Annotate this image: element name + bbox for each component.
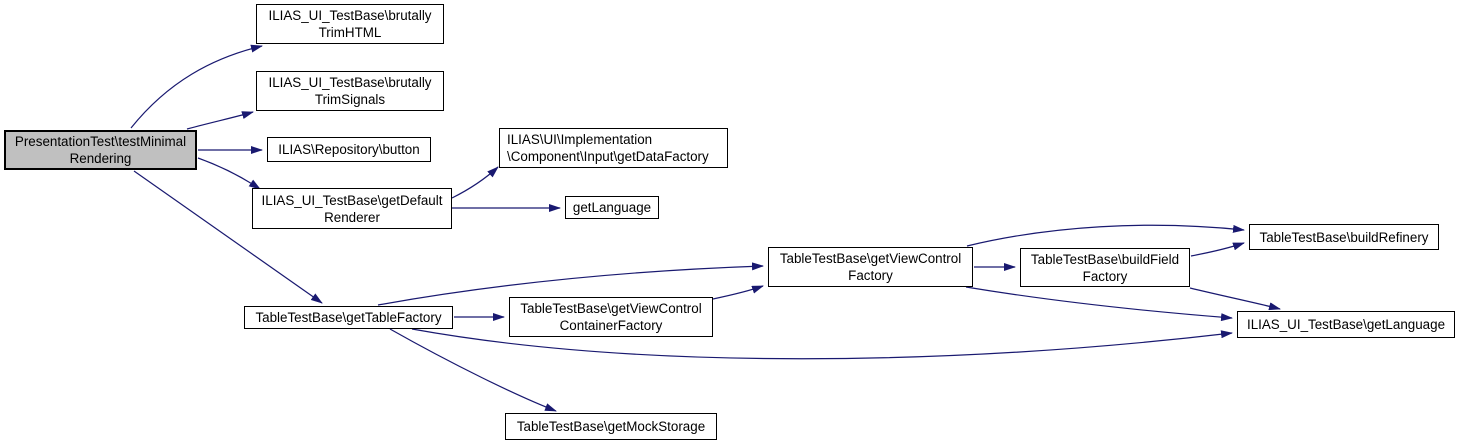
node-get-default-renderer[interactable]: ILIAS_UI_TestBase\getDefault Renderer bbox=[252, 188, 452, 229]
node-get-table-factory[interactable]: TableTestBase\getTableFactory bbox=[244, 306, 453, 329]
edge-buildFieldFactory-buildRefinery bbox=[1190, 242, 1245, 257]
node-label-line: Factory bbox=[848, 268, 893, 283]
edge-testMinimalRendering-getDefaultRenderer bbox=[197, 157, 261, 190]
node-brutally-trim-signals[interactable]: ILIAS_UI_TestBase\brutally TrimSignals bbox=[256, 71, 444, 111]
node-repository-button[interactable]: ILIAS\Repository\button bbox=[267, 137, 431, 162]
edge-testMinimalRendering-brutallyTrimHTML bbox=[130, 44, 263, 129]
edge-getViewControlContainerFactory-getViewControlFactory bbox=[712, 285, 764, 300]
node-label-line: TrimHTML bbox=[318, 25, 382, 40]
node-get-language-short[interactable]: getLanguage bbox=[565, 196, 659, 219]
edge-getTableFactory-getMockStorage bbox=[389, 328, 557, 412]
node-get-view-control-factory[interactable]: TableTestBase\getViewControl Factory bbox=[768, 247, 973, 287]
node-label-line: PresentationTest\testMinimal bbox=[14, 134, 187, 149]
edge-testMinimalRendering-getTableFactory bbox=[133, 170, 323, 304]
node-label-line: TableTestBase\buildRefinery bbox=[1259, 229, 1429, 245]
node-label-line: ILIAS_UI_TestBase\brutally bbox=[268, 8, 432, 23]
node-build-refinery[interactable]: TableTestBase\buildRefinery bbox=[1249, 224, 1439, 250]
node-label-line: ContainerFactory bbox=[559, 318, 663, 333]
edge-getViewControlFactory-buildRefinery bbox=[966, 224, 1245, 247]
node-build-field-factory[interactable]: TableTestBase\buildField Factory bbox=[1020, 248, 1190, 287]
node-get-data-factory[interactable]: ILIAS\UI\Implementation \Component\Input… bbox=[499, 128, 728, 168]
node-label-line: \Component\Input\getDataFactory bbox=[507, 149, 709, 164]
edge-getTableFactory-getViewControlFactory bbox=[377, 262, 764, 306]
node-label-line: getLanguage bbox=[572, 200, 652, 215]
node-label-line: ILIAS_UI_TestBase\getDefault bbox=[261, 192, 443, 208]
node-label-line: TableTestBase\getMockStorage bbox=[516, 419, 706, 434]
edge-getTableFactory-getLanguage bbox=[411, 328, 1233, 360]
node-label-line: TableTestBase\getViewControl bbox=[779, 251, 962, 266]
node-get-view-control-container-factory[interactable]: TableTestBase\getViewControl ContainerFa… bbox=[509, 297, 713, 337]
node-label-line: Factory bbox=[1082, 268, 1128, 284]
edge-buildFieldFactory-getLanguage bbox=[1189, 287, 1281, 311]
node-label-line: ILIAS\Repository\button bbox=[278, 142, 420, 157]
node-label-line: TrimSignals bbox=[314, 92, 386, 107]
node-label-line: TableTestBase\getTableFactory bbox=[255, 310, 442, 325]
node-test-minimal-rendering[interactable]: PresentationTest\testMinimal Rendering bbox=[4, 130, 197, 170]
node-label-line: Rendering bbox=[69, 151, 132, 166]
edge-getViewControlFactory-getLanguage bbox=[965, 286, 1233, 322]
node-get-language[interactable]: ILIAS_UI_TestBase\getLanguage bbox=[1237, 311, 1455, 338]
node-label-line: TableTestBase\buildField bbox=[1030, 251, 1180, 267]
node-label-line: ILIAS_UI_TestBase\brutally bbox=[268, 75, 432, 90]
edge-getDefaultRenderer-getDataFactory bbox=[451, 166, 499, 199]
node-label-line: ILIAS_UI_TestBase\getLanguage bbox=[1246, 317, 1446, 332]
node-brutally-trim-html[interactable]: ILIAS_UI_TestBase\brutally TrimHTML bbox=[256, 4, 444, 44]
node-label-line: Renderer bbox=[324, 209, 380, 225]
node-get-mock-storage[interactable]: TableTestBase\getMockStorage bbox=[505, 413, 717, 440]
node-label-line: ILIAS\UI\Implementation bbox=[507, 132, 653, 147]
node-label-line: TableTestBase\getViewControl bbox=[520, 301, 702, 316]
edge-testMinimalRendering-brutallyTrimSignals bbox=[186, 111, 254, 130]
